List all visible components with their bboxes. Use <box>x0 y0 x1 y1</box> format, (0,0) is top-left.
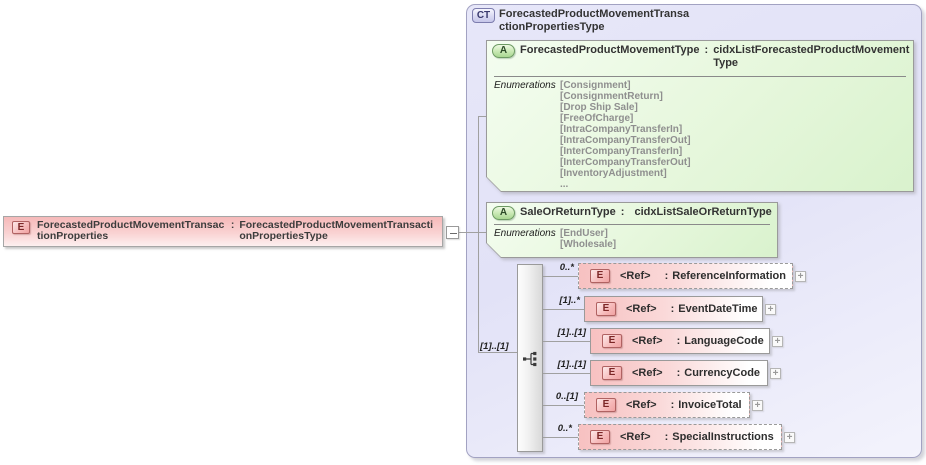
element-row-currencycode[interactable]: E <Ref> : CurrencyCode <box>590 360 768 386</box>
expand-button[interactable]: + <box>752 400 763 411</box>
element-row-referenceinformation[interactable]: E <Ref> : ReferenceInformation <box>578 263 793 289</box>
ref-separator: : <box>664 431 669 443</box>
attribute-name: ForecastedProductMovementType <box>520 44 700 56</box>
ref-name: LanguageCode <box>684 335 764 347</box>
sequence-cardinality-label: [1]..[1] <box>480 341 509 352</box>
cardinality-label: 0..[1] <box>555 391 578 402</box>
element-row-invoicetotal[interactable]: E <Ref> : InvoiceTotal <box>584 392 750 418</box>
attribute-badge: A <box>492 44 515 58</box>
ref-separator: : <box>676 335 681 347</box>
enum-value: [IntraCompanyTransferIn] <box>560 124 683 135</box>
sequence-group-bar[interactable] <box>517 264 543 452</box>
connector-line-attr1 <box>478 116 487 117</box>
cardinality-label: 0..* <box>559 262 574 273</box>
attribute-type: cidxListSaleOrReturnType <box>634 206 772 218</box>
row-connector-line <box>543 437 578 438</box>
enum-value: [Drop Ship Sale] <box>560 102 638 113</box>
ref-separator: : <box>664 270 669 282</box>
enum-value: [Consignment] <box>560 80 631 91</box>
minus-icon <box>450 233 457 234</box>
attribute-type-separator: : <box>704 44 709 56</box>
enum-value: [InventoryAdjustment] <box>560 168 667 179</box>
ref-label: <Ref> <box>620 431 651 443</box>
element-badge: E <box>602 366 622 380</box>
enum-value: [InterCompanyTransferOut] <box>560 157 691 168</box>
cardinality-label: 0..* <box>557 423 572 434</box>
element-row-languagecode[interactable]: E <Ref> : LanguageCode <box>590 328 770 354</box>
attribute-name: SaleOrReturnType <box>520 206 616 218</box>
enum-value: [InterCompanyTransferIn] <box>560 146 683 157</box>
enum-value: ... <box>560 179 569 190</box>
row-connector-line <box>543 405 584 406</box>
enum-value: [IntraCompanyTransferOut] <box>560 135 691 146</box>
attribute-box-saleorreturntype[interactable]: A SaleOrReturnType : cidxListSaleOrRetur… <box>486 202 778 258</box>
attribute-type-separator: : <box>620 206 625 218</box>
element-badge: E <box>602 334 622 348</box>
ref-name: ReferenceInformation <box>672 270 786 282</box>
cardinality-label: [1]..* <box>559 295 580 306</box>
element-badge: E <box>590 430 610 444</box>
attribute-badge: A <box>492 206 515 220</box>
enumeration-values: [Consignment] [ConsignmentReturn] [Drop … <box>560 80 691 190</box>
row-connector-line <box>543 309 584 310</box>
ref-separator: : <box>670 303 675 315</box>
cardinality-label: [1]..[1] <box>557 327 587 338</box>
expand-button[interactable]: + <box>795 271 806 282</box>
enum-value: [FreeOfCharge] <box>560 113 634 124</box>
ref-separator: : <box>670 399 675 411</box>
ref-label: <Ref> <box>626 303 657 315</box>
enum-value: [ConsignmentReturn] <box>560 91 663 102</box>
sequence-compositor-icon <box>523 351 537 367</box>
element-badge: E <box>590 269 610 283</box>
complex-type-badge: CT <box>472 8 495 23</box>
element-row-specialinstructions[interactable]: E <Ref> : SpecialInstructions <box>578 424 782 450</box>
element-box-forecastedproductmovementtransactionproperties[interactable]: E ForecastedProductMovementTransactionPr… <box>3 216 443 247</box>
ref-name: EventDateTime <box>678 303 758 315</box>
element-type: ForecastedProductMovementTransactionProp… <box>239 219 434 242</box>
ref-label: <Ref> <box>632 335 663 347</box>
ref-name: SpecialInstructions <box>672 431 774 443</box>
connector-line-sequence <box>478 352 518 353</box>
element-badge: E <box>12 221 30 234</box>
ref-separator: : <box>676 367 681 379</box>
row-connector-line <box>543 341 590 342</box>
connector-line-trunk <box>478 116 479 353</box>
connector-line-main <box>459 232 486 233</box>
expand-button[interactable]: + <box>784 432 795 443</box>
element-badge: E <box>596 398 616 412</box>
attribute-box-forecastedproductmovementtype[interactable]: A ForecastedProductMovementType : cidxLi… <box>486 40 914 192</box>
cardinality-label: [1]..[1] <box>557 359 587 370</box>
enum-value: [EndUser] <box>560 228 608 239</box>
ref-name: InvoiceTotal <box>678 399 742 411</box>
collapse-connector-button[interactable] <box>446 226 459 239</box>
element-type-separator: : <box>230 219 235 231</box>
row-connector-line <box>543 373 590 374</box>
ref-label: <Ref> <box>632 367 663 379</box>
ref-label: <Ref> <box>626 399 657 411</box>
enumeration-values: [EndUser] [Wholesale] <box>560 228 616 250</box>
element-badge: E <box>596 302 616 316</box>
expand-button[interactable]: + <box>765 304 776 315</box>
expand-button[interactable]: + <box>770 368 781 379</box>
attribute-box-fill <box>487 203 777 257</box>
ref-label: <Ref> <box>620 270 651 282</box>
ref-name: CurrencyCode <box>684 367 761 379</box>
element-name: ForecastedProductMovementTransactionProp… <box>37 219 225 242</box>
attribute-box-fill <box>487 41 913 191</box>
complex-type-title: ForecastedProductMovementTransactionProp… <box>499 8 690 33</box>
enumerations-label: Enumerations <box>494 80 556 91</box>
enum-value: [Wholesale] <box>560 239 617 250</box>
separator-line <box>494 76 906 77</box>
attribute-type: cidxListForecastedProductMovementType <box>713 44 910 69</box>
element-row-eventdatetime[interactable]: E <Ref> : EventDateTime <box>584 296 763 322</box>
row-connector-line <box>543 276 578 277</box>
enumerations-label: Enumerations <box>494 228 556 239</box>
separator-line <box>494 224 770 225</box>
expand-button[interactable]: + <box>772 336 783 347</box>
